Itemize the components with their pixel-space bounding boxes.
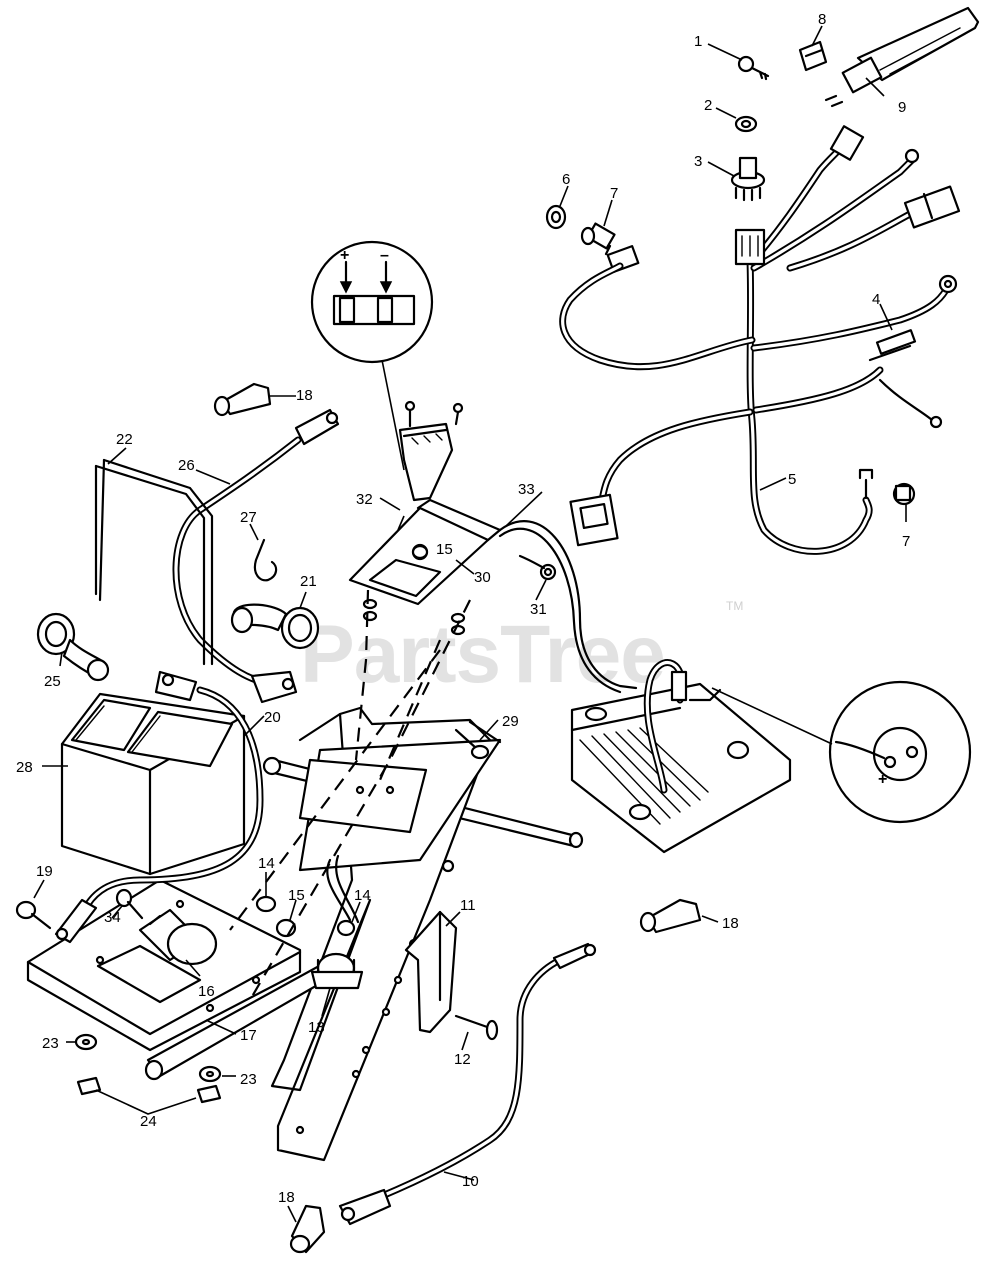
part-battery-tray-17 [26, 878, 302, 1052]
callout-27: 27 [240, 509, 257, 526]
callout-32: 32 [356, 491, 373, 508]
callout-33: 33 [518, 481, 535, 498]
callout-18-top: 18 [296, 387, 313, 404]
callout-2: 2 [704, 97, 712, 114]
ground-plus-symbol: + [878, 771, 887, 788]
callout-30: 30 [474, 569, 491, 586]
callout-11: 11 [460, 897, 476, 914]
callout-22: 22 [116, 431, 133, 448]
part-fuse-clip-8 [798, 40, 828, 72]
part-harness-tail-9 [824, 6, 980, 108]
part-ignition-key-1 [737, 55, 770, 81]
part-terminal-boot-25 [36, 612, 110, 682]
part-terminal-block-32 [398, 400, 464, 502]
callout-15-top: 15 [436, 541, 453, 558]
part-solenoid-13 [310, 952, 364, 990]
callout-6: 6 [562, 171, 570, 188]
callout-18-right: 18 [722, 915, 739, 932]
callout-10: 10 [462, 1173, 479, 1190]
callout-7-upper: 7 [610, 185, 618, 202]
part-frame [144, 706, 584, 1162]
part-washer-6 [545, 204, 567, 230]
part-ignition-switch-3 [730, 156, 766, 202]
callout-26: 26 [178, 457, 195, 474]
part-bolt-19 [15, 900, 52, 930]
part-solenoid-16 [138, 908, 218, 966]
callout-31: 31 [530, 601, 547, 618]
part-terminal-cover-18-right [639, 898, 702, 934]
part-safety-switch-7-lower [892, 482, 916, 506]
callout-14-right: 14 [354, 887, 371, 904]
callout-12: 12 [454, 1051, 471, 1068]
callout-15-lower: 15 [288, 887, 305, 904]
part-bolt-12 [454, 1014, 499, 1041]
part-cable-10 [338, 942, 597, 1226]
part-battery-28 [60, 692, 246, 876]
part-bolt-29 [454, 728, 490, 760]
detail-circle-ground: + [711, 680, 972, 824]
callout-19: 19 [36, 863, 53, 880]
part-wing-nuts-24 [76, 1076, 222, 1104]
part-fuse-4 [868, 329, 917, 362]
part-engine-cylinder-head [570, 659, 792, 854]
callout-5: 5 [788, 471, 796, 488]
callout-8: 8 [818, 11, 826, 28]
part-nut-2 [734, 115, 758, 133]
part-hold-down-rod-22 [94, 458, 214, 666]
callout-18-bottom: 18 [278, 1189, 295, 1206]
callout-23-left: 23 [42, 1035, 59, 1052]
callout-16: 16 [198, 983, 215, 1000]
callout-24: 24 [140, 1113, 157, 1130]
callout-17: 17 [240, 1027, 257, 1044]
callout-7-lower: 7 [902, 533, 910, 550]
part-terminal-cover-18-bottom [289, 1204, 326, 1254]
part-safety-switch-7-upper [580, 222, 640, 274]
leader-lines [33, 25, 907, 1223]
part-battery-cable-20 [54, 670, 264, 944]
callout-23-right: 23 [240, 1071, 257, 1088]
part-bolt-34 [115, 888, 144, 920]
part-j-hook-27 [253, 538, 278, 582]
callout-1: 1 [694, 33, 702, 50]
watermark-trademark: TM [726, 599, 743, 613]
callout-9: 9 [898, 99, 906, 116]
callout-34: 34 [104, 909, 121, 926]
alignment-dashes [229, 589, 471, 1001]
part-terminal-cover-18-top [213, 382, 272, 417]
callout-28: 28 [16, 759, 33, 776]
callout-21: 21 [300, 573, 317, 590]
callout-25: 25 [44, 673, 61, 690]
detail-circle-terminal-strip: + – [310, 240, 434, 471]
callout-13: 13 [308, 1019, 325, 1036]
callout-29: 29 [502, 713, 519, 730]
callout-14-left: 14 [258, 855, 275, 872]
callout-20: 20 [264, 709, 281, 726]
part-terminal-boot-21 [230, 603, 320, 650]
part-positive-cable-26 [172, 408, 340, 704]
callout-numbers: 1 8 9 2 3 6 7 4 5 7 33 15 30 31 32 18 22… [16, 11, 910, 1206]
callout-3: 3 [694, 153, 702, 170]
callout-4: 4 [872, 291, 880, 308]
part-ground-wire-33 [498, 520, 638, 694]
minus-symbol: – [380, 247, 389, 264]
part-wiring-harness-5 [559, 125, 961, 555]
watermark-text: PartsTree [300, 609, 665, 700]
part-bracket-11 [404, 910, 458, 1034]
plus-symbol: + [340, 247, 349, 264]
